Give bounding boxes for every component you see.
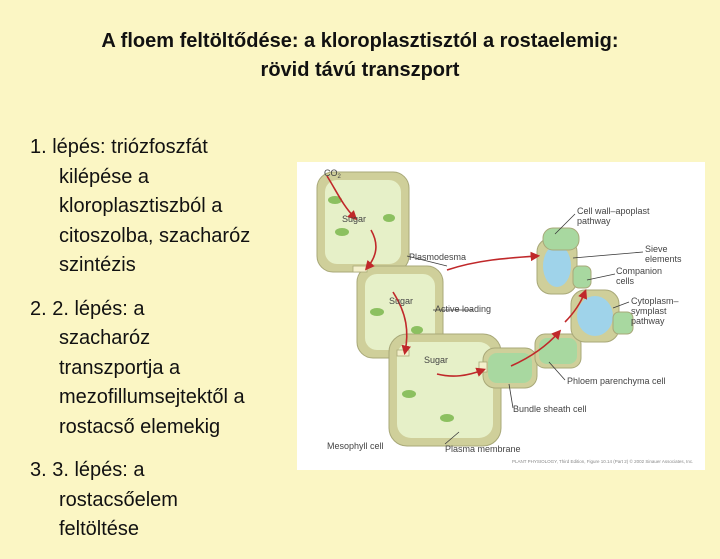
plasmodesma-connection [352,265,368,273]
step-line: rostacsőelem [59,488,178,511]
sieve-element-lower-lumen [577,296,613,336]
chloroplast [328,196,342,204]
mesophyll-label: Mesophyll cell [327,441,384,451]
step-line: kilépése a [59,165,150,188]
cytoplasm-symplast-label: Cytoplasm– symplast pathway [631,296,681,326]
companion-cells-label: Companion cells [616,266,665,286]
figure-credit: PLANT PHYSIOLOGY, Third Edition, Figure … [512,458,693,464]
sugar-label-bottom: Sugar [424,355,448,365]
label-pointer [508,383,514,409]
title-line-1: A floem feltöltődése: a kloroplasztisztó… [101,30,619,52]
plasmodesma-connection [396,349,410,357]
step-line: 3. 3. lépés: a [30,459,145,481]
step-line: 1. lépés: triózfoszfát [30,136,208,158]
bundle-sheath-cytoplasm [488,353,532,383]
label-pointer [586,273,616,281]
sugar-flow-arrow [392,291,411,356]
step-2: 2. 2. lépés: a szacharóz transzportja a … [30,295,292,443]
active-loading-label: Active loading [435,304,491,314]
step-line: rostacső elemekig [59,415,221,438]
sugar-flow-arrow [564,289,588,323]
step-line: citoszolba, szacharóz [59,224,251,247]
phloem-parenchyma-label: Phloem parenchyma cell [567,376,666,386]
sugar-flow-arrow [446,251,541,271]
chloroplast [411,326,423,334]
label-pointer [406,255,448,267]
step-line: szacharóz [59,327,151,349]
sugar-flow-arrow [326,175,358,221]
step-line: mezofillumsejtektől a [59,386,245,408]
step-3: 3. 3. lépés: a rostacsőelem feltöltése [30,456,292,545]
step-line: 2. 2. lépés: a [30,297,145,320]
phloem-parenchyma-cytoplasm [539,338,577,364]
cell-wall-apoplast-label: Cell wall–apoplast pathway [577,206,652,226]
companion-cell-upper [572,265,592,289]
bundle-sheath-label: Bundle sheath cell [513,404,587,414]
phloem-loading-diagram: CO2 Sugar Sugar Sugar Plasmodesma Active… [316,168,693,464]
chloroplast [402,390,416,398]
label-pointer [548,361,566,381]
apoplast-cell [542,227,580,251]
sugar-flow-arrow [364,229,377,271]
step-1: 1. lépés: triózfoszfát kilépése a klorop… [30,133,292,281]
sugar-flow-arrow [436,367,486,377]
plasma-membrane-label: Plasma membrane [445,444,521,454]
step-line: szintézis [59,254,136,276]
companion-cell-lower [612,311,634,335]
step-line: transzportja a [59,356,181,379]
step-line: feltöltése [59,518,140,540]
phloem-loading-figure: CO2 Sugar Sugar Sugar Plasmodesma Active… [297,162,705,470]
label-pointer [572,251,644,259]
sugar-label-mid: Sugar [389,296,413,306]
title-line-2: rövid távú transzport [260,59,460,81]
sugar-flow-arrow [510,329,562,367]
sieve-element-upper-lumen [543,245,571,287]
sugar-label-top: Sugar [342,214,366,224]
label-pointer [444,431,460,445]
sieve-elements-label: Sieve elements [645,244,682,264]
mesophyll-cell-bottom-cytoplasm [397,342,493,438]
mesophyll-cell-top-cytoplasm [325,180,401,264]
chloroplast [335,228,349,236]
step-line: kloroplasztiszból a [59,195,223,217]
chloroplast [370,308,384,316]
co2-label: CO2 [324,168,342,180]
label-pointer [612,301,630,309]
slide-title: A floem feltöltődése: a kloroplasztisztó… [20,27,700,85]
label-pointer [554,213,576,235]
steps-list: 1. lépés: triózfoszfát kilépése a klorop… [30,133,292,559]
chloroplast [440,414,454,422]
plasmodesma-label: Plasmodesma [409,252,466,262]
chloroplast [383,214,395,222]
